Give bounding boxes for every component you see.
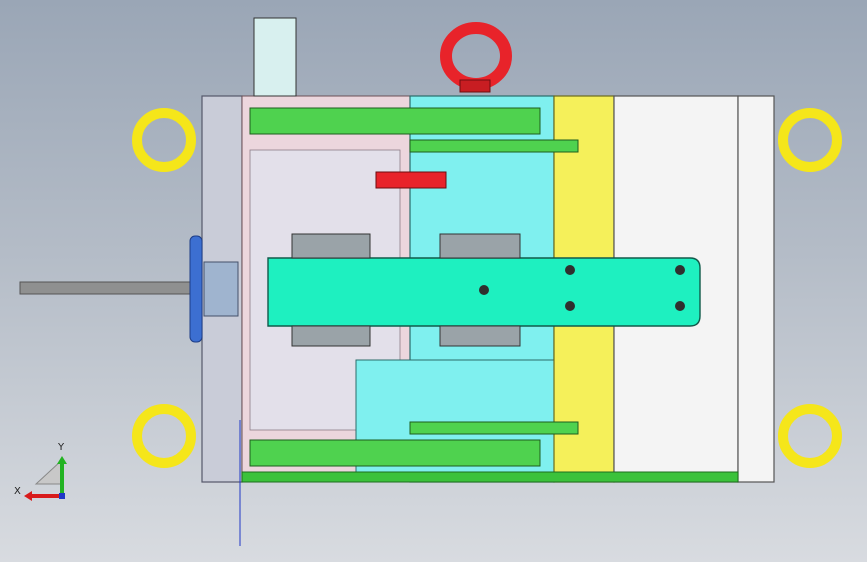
slide-bar-bolt [565, 301, 575, 311]
triad-y-label: Y [58, 442, 65, 453]
right-bottom-eye-bolt[interactable] [778, 404, 842, 468]
top-linkage-bar [409, 139, 579, 153]
slide-bar-bolt [675, 265, 685, 275]
slide-guide-block [439, 325, 521, 347]
top-lifting-ring[interactable] [440, 22, 512, 90]
left-bottom-eye-bolt[interactable] [132, 404, 196, 468]
slide-guide-block [439, 233, 521, 259]
top-lifting-ring-base [459, 79, 491, 93]
bottom-linkage-bar [409, 421, 579, 435]
base-strip [241, 471, 739, 483]
coordinate-triad [24, 456, 67, 501]
locating-ring-hub [203, 261, 239, 317]
red-stop-block[interactable] [375, 171, 447, 189]
slide-bar-bolt [675, 301, 685, 311]
bottom-linkage[interactable] [249, 439, 541, 467]
locating-ring[interactable] [189, 235, 203, 343]
triad-x-label: X [14, 486, 21, 497]
right-top-eye-bolt[interactable] [778, 108, 842, 172]
top-linkage[interactable] [249, 107, 541, 135]
slide-bar-bolt [479, 285, 489, 295]
sprue-housing [253, 17, 297, 97]
slide-guide-block [291, 233, 371, 259]
left-top-eye-bolt[interactable] [132, 108, 196, 172]
slide-bar-bolt [565, 265, 575, 275]
white-plate-right[interactable] [737, 95, 775, 483]
slide-guide-block [291, 325, 371, 347]
sprue-nozzle-rod[interactable] [19, 281, 201, 295]
